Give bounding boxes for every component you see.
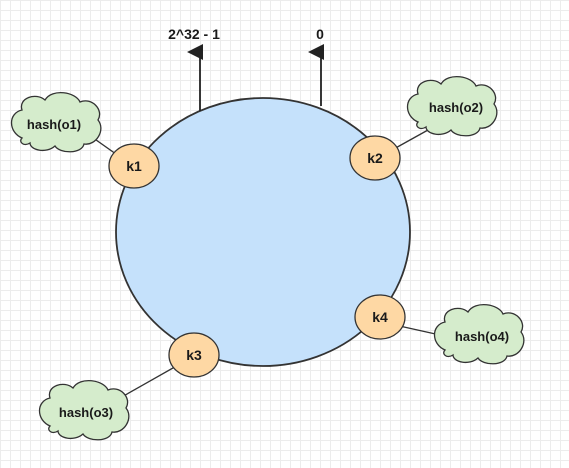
node-label-k2: k2 bbox=[367, 150, 383, 166]
node-label-k1: k1 bbox=[126, 158, 142, 174]
cloud-shape bbox=[406, 76, 498, 137]
cloud-shape bbox=[433, 304, 525, 365]
node-k4: k4 bbox=[354, 294, 406, 340]
cloud-shape bbox=[38, 380, 130, 441]
node-k1: k1 bbox=[108, 143, 160, 189]
cloud-label-o3: hash(o3) bbox=[59, 405, 113, 420]
hash-ring bbox=[115, 97, 411, 367]
node-k2: k2 bbox=[349, 135, 401, 181]
object-cloud-o4: hash(o4) bbox=[433, 304, 525, 365]
cloud-label-o4: hash(o4) bbox=[455, 329, 509, 344]
node-shape bbox=[354, 294, 406, 340]
cloud-label-o2: hash(o2) bbox=[429, 100, 483, 115]
node-shape bbox=[349, 135, 401, 181]
node-label-k3: k3 bbox=[186, 347, 202, 363]
label-zero-value: 0 bbox=[316, 26, 324, 42]
object-cloud-o3: hash(o3) bbox=[38, 380, 130, 441]
node-shape bbox=[168, 332, 220, 378]
node-label-k4: k4 bbox=[372, 309, 388, 325]
cloud-label-o1: hash(o1) bbox=[27, 117, 81, 132]
node-shape bbox=[108, 143, 160, 189]
object-cloud-o1: hash(o1) bbox=[10, 92, 102, 153]
object-cloud-o2: hash(o2) bbox=[406, 76, 498, 137]
label-max-value: 2^32 - 1 bbox=[168, 26, 220, 42]
cloud-shape bbox=[10, 92, 102, 153]
connector-o3-k3 bbox=[119, 363, 181, 399]
node-k3: k3 bbox=[168, 332, 220, 378]
